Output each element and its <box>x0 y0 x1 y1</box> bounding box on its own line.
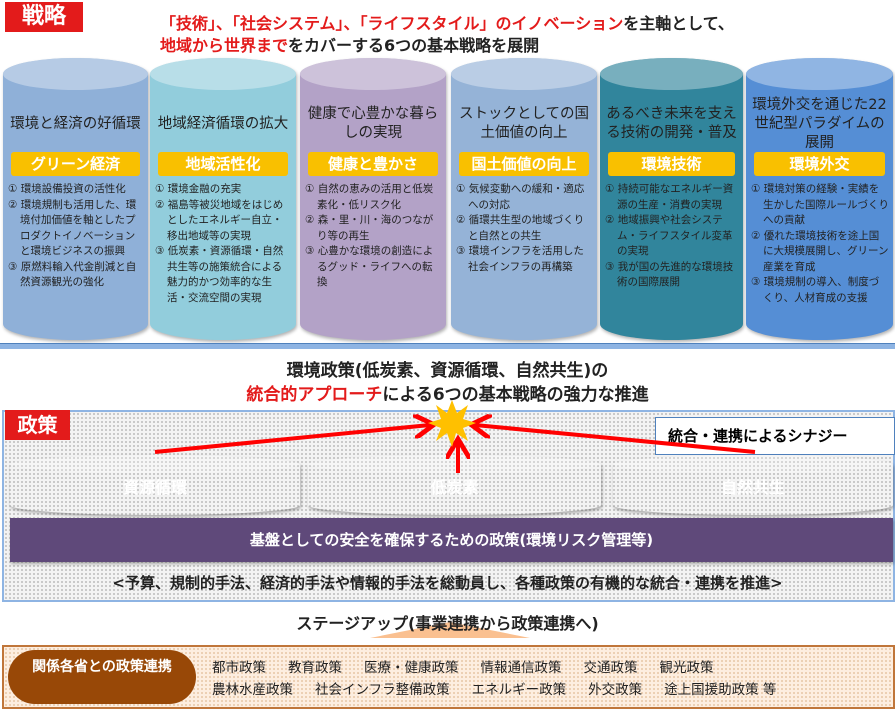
ministries-label: 関係各省との政策連携 <box>8 650 196 704</box>
arrow-left <box>154 425 430 454</box>
strategy-pillar: 健康で心豊かな暮らしの実現健康と豊かさ ① 自然の恵みの活用と低炭素化・低リスク化… <box>300 58 446 340</box>
pillar-title: ストックとしての国土価値の向上 <box>458 106 590 141</box>
synergy-callout: 統合・連携によるシナジー <box>655 417 895 455</box>
strategy-pillar: あるべき未来を支える技術の開発・普及環境技術 ① 持続可能なエネルギー資源の生産・… <box>600 58 743 340</box>
ministry-policy: 教育政策 <box>288 660 342 676</box>
ministry-policy: 都市政策 <box>212 660 266 676</box>
pillar-item: ③ 心豊かな環境の創造によるグッド・ライフへの転換 <box>305 245 434 288</box>
pillar-item: ③ 原燃料輸入代金削減と自然資源観光の強化 <box>8 260 137 289</box>
ministry-policy: エネルギー政策 <box>471 682 567 698</box>
pillar-item: ① 環境対策の経験・実績を生かした国際ルールづくりへの貢献 <box>751 183 889 226</box>
pillar-item: ③ 我が国の先進的な環境技術の国際展開 <box>605 260 734 289</box>
policy-label: 政策 <box>5 410 70 440</box>
pillar-badge: 環境技術 <box>608 152 735 176</box>
pillar-cap <box>150 58 296 90</box>
starburst-icon <box>428 400 476 447</box>
pillar-badge: 環境外交 <box>754 152 885 176</box>
integration-line2: 統合的アプローチによる6つの基本戦略の強力な推進 <box>246 385 649 405</box>
ministry-policy: 外交政策 <box>588 682 643 698</box>
ministry-policy: 社会インフラ整備政策 <box>315 682 450 698</box>
pillar-cap <box>600 58 743 90</box>
stage-up-text: ステージアップ(事業連携から政策連携へ) <box>296 614 599 633</box>
synergy-arrows <box>154 400 756 473</box>
strategy-pillar: ストックとしての国土価値の向上国土価値の向上 ① 気候変動への緩和・適応への対応 ②… <box>451 58 597 340</box>
headline-line2: 地域から世界までをカバーする6つの基本戦略を展開 <box>160 36 540 55</box>
pillar-title: あるべき未来を支える技術の開発・普及 <box>606 106 737 141</box>
pillar-item: ③ 環境規制の導入、制度づくり、人材育成の支援 <box>751 276 880 304</box>
ministry-policy: 交通政策 <box>583 660 638 676</box>
pillar-title: 地域経済循環の拡大 <box>157 115 289 132</box>
integration-line1: 環境政策(低炭素、資源循環、自然共生)の <box>286 361 609 381</box>
ministry-policy: 医療・健康政策 <box>364 660 459 676</box>
pillar-title: 健康で心豊かな暮らしの実現 <box>307 106 439 141</box>
ministries-row1: 都市政策 教育政策 医療・健康政策 情報通信政策 交通政策 観光政策 <box>212 656 736 676</box>
pillar-item: ③ 環境インフラを活用した社会インフラの再構築 <box>456 245 584 273</box>
pillar-item: ② 循環共生型の地域づくりと自然との共生 <box>456 214 585 242</box>
strategy-pillar: 環境と経済の好循環グリーン経済 ① 環境設備投資の活性化 ② 環境規制も活用した、環… <box>3 58 148 340</box>
pillar-item: ② 環境規制も活用した、環境付加価値を軸としたプロダクトイノベーションと環境ビジ… <box>8 198 137 258</box>
pillar-cap <box>746 58 893 90</box>
ministry-policy: 途上国援助政策 等 <box>664 682 777 698</box>
pillar-badge: グリーン経済 <box>11 152 140 176</box>
pillar-badge: 地域活性化 <box>158 152 288 176</box>
policy-low-carbon: 低炭素 <box>308 455 601 515</box>
pillar-item: ② 優れた環境技術を途上国に大規模展開し、グリーン産業を育成 <box>751 229 889 273</box>
pillar-badge: 国土価値の向上 <box>459 152 589 176</box>
pillar-badge: 健康と豊かさ <box>308 152 438 176</box>
pillar-cap <box>3 58 148 90</box>
policy-nature-coexistence: 自然共生 <box>613 455 893 515</box>
pillar-title: 環境外交を通じた22世紀型パラダイムの展開 <box>752 96 887 151</box>
pillar-item: ① 自然の恵みの活用と低炭素化・低リスク化 <box>305 183 434 211</box>
ministry-policy: 観光政策 <box>659 660 714 676</box>
policy-resource-circulation: 資源循環 <box>10 455 300 515</box>
pillar-item: ① 環境設備投資の活性化 <box>8 183 126 195</box>
headline-line1: 「技術」、「社会システム」、「ライフスタイル」のイノベーションを主軸として、 <box>160 14 734 33</box>
pillar-item: ① 気候変動への緩和・適応への対応 <box>456 183 585 211</box>
pillar-item: ② 地域振興や社会システム・ライフスタイル変革の実現 <box>605 214 733 257</box>
arrow-right <box>475 425 756 454</box>
pillar-item: ② 森・里・川・海のつながり等の再生 <box>305 214 434 242</box>
strategy-pillar: 環境外交を通じた22世紀型パラダイムの展開環境外交 ① 環境対策の経験・実績を生か… <box>746 58 893 340</box>
policy-means: <予算、規制的手法、経済的手法や情報的手法を総動員し、各種政策の有機的な統合・連… <box>112 574 783 592</box>
divider-band <box>0 343 895 349</box>
pillar-item: ① 持続可能なエネルギー資源の生産・消費の実現 <box>605 183 734 211</box>
ministry-policy: 農林水産政策 <box>212 682 293 698</box>
base-policy-bar: 基盤としての安全を確保するための政策(環境リスク管理等) <box>10 518 893 562</box>
strategy-pillar: 地域経済循環の拡大地域活性化 ① 環境金融の充実 ② 福島等被災地域をはじめとしたエ… <box>150 58 296 340</box>
strategy-label: 戦略 <box>5 2 83 32</box>
pillar-cap <box>300 58 446 90</box>
pillar-item: ③ 低炭素・資源循環・自然共生等の施策統合による魅力的かつ効率的な生活・交流空間… <box>155 245 284 304</box>
pillar-item: ② 福島等被災地域をはじめとしたエネルギー自立・移出地域等の実現 <box>155 198 284 242</box>
ministry-policy: 情報通信政策 <box>480 660 562 676</box>
pillar-cap <box>451 58 597 90</box>
pillar-title: 環境と経済の好循環 <box>10 115 141 132</box>
pillar-item: ① 環境金融の充実 <box>155 183 242 195</box>
ministries-row2: 農林水産政策 社会インフラ整備政策 エネルギー政策 外交政策 途上国援助政策 等 <box>212 678 798 698</box>
